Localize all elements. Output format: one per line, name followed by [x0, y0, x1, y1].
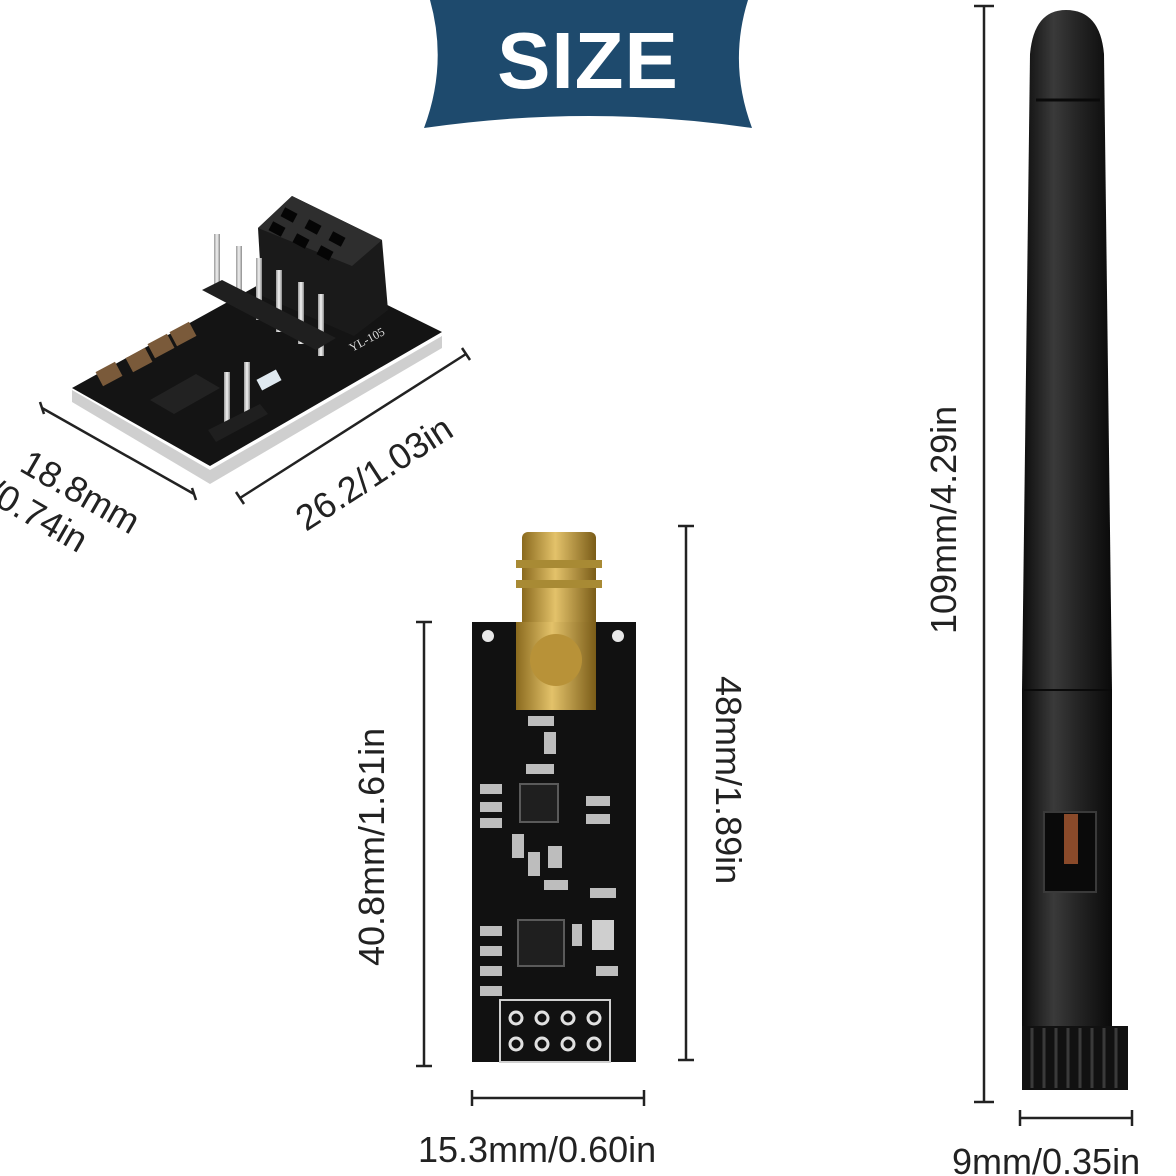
antenna-dimension-lines	[974, 4, 1134, 1126]
rf-module-image	[472, 532, 636, 1063]
banner-title: SIZE	[497, 16, 679, 105]
antenna-height-label: 109mm/4.29in	[923, 406, 964, 634]
antenna-image	[1022, 10, 1128, 1090]
antenna-body	[1022, 10, 1112, 1030]
adapter-dimension-lines	[38, 347, 472, 505]
antenna-width-label: 9mm/0.35in	[952, 1141, 1140, 1176]
module-width-label: 15.3mm/0.60in	[418, 1129, 656, 1170]
banner-shape	[424, 0, 752, 128]
module-dimension-lines	[416, 524, 694, 1106]
adapter-width-label: 18.8mm /0.74in	[0, 434, 156, 583]
module-total-height-label: 48mm/1.89in	[708, 676, 749, 884]
antenna-knurled-base	[1022, 1026, 1128, 1090]
module-height-label: 40.8mm/1.61in	[351, 728, 392, 966]
adapter-board-image: YL-105	[72, 196, 442, 484]
adapter-length-label: 26.2/1.03in	[288, 407, 460, 538]
size-banner: SIZE	[424, 0, 752, 128]
